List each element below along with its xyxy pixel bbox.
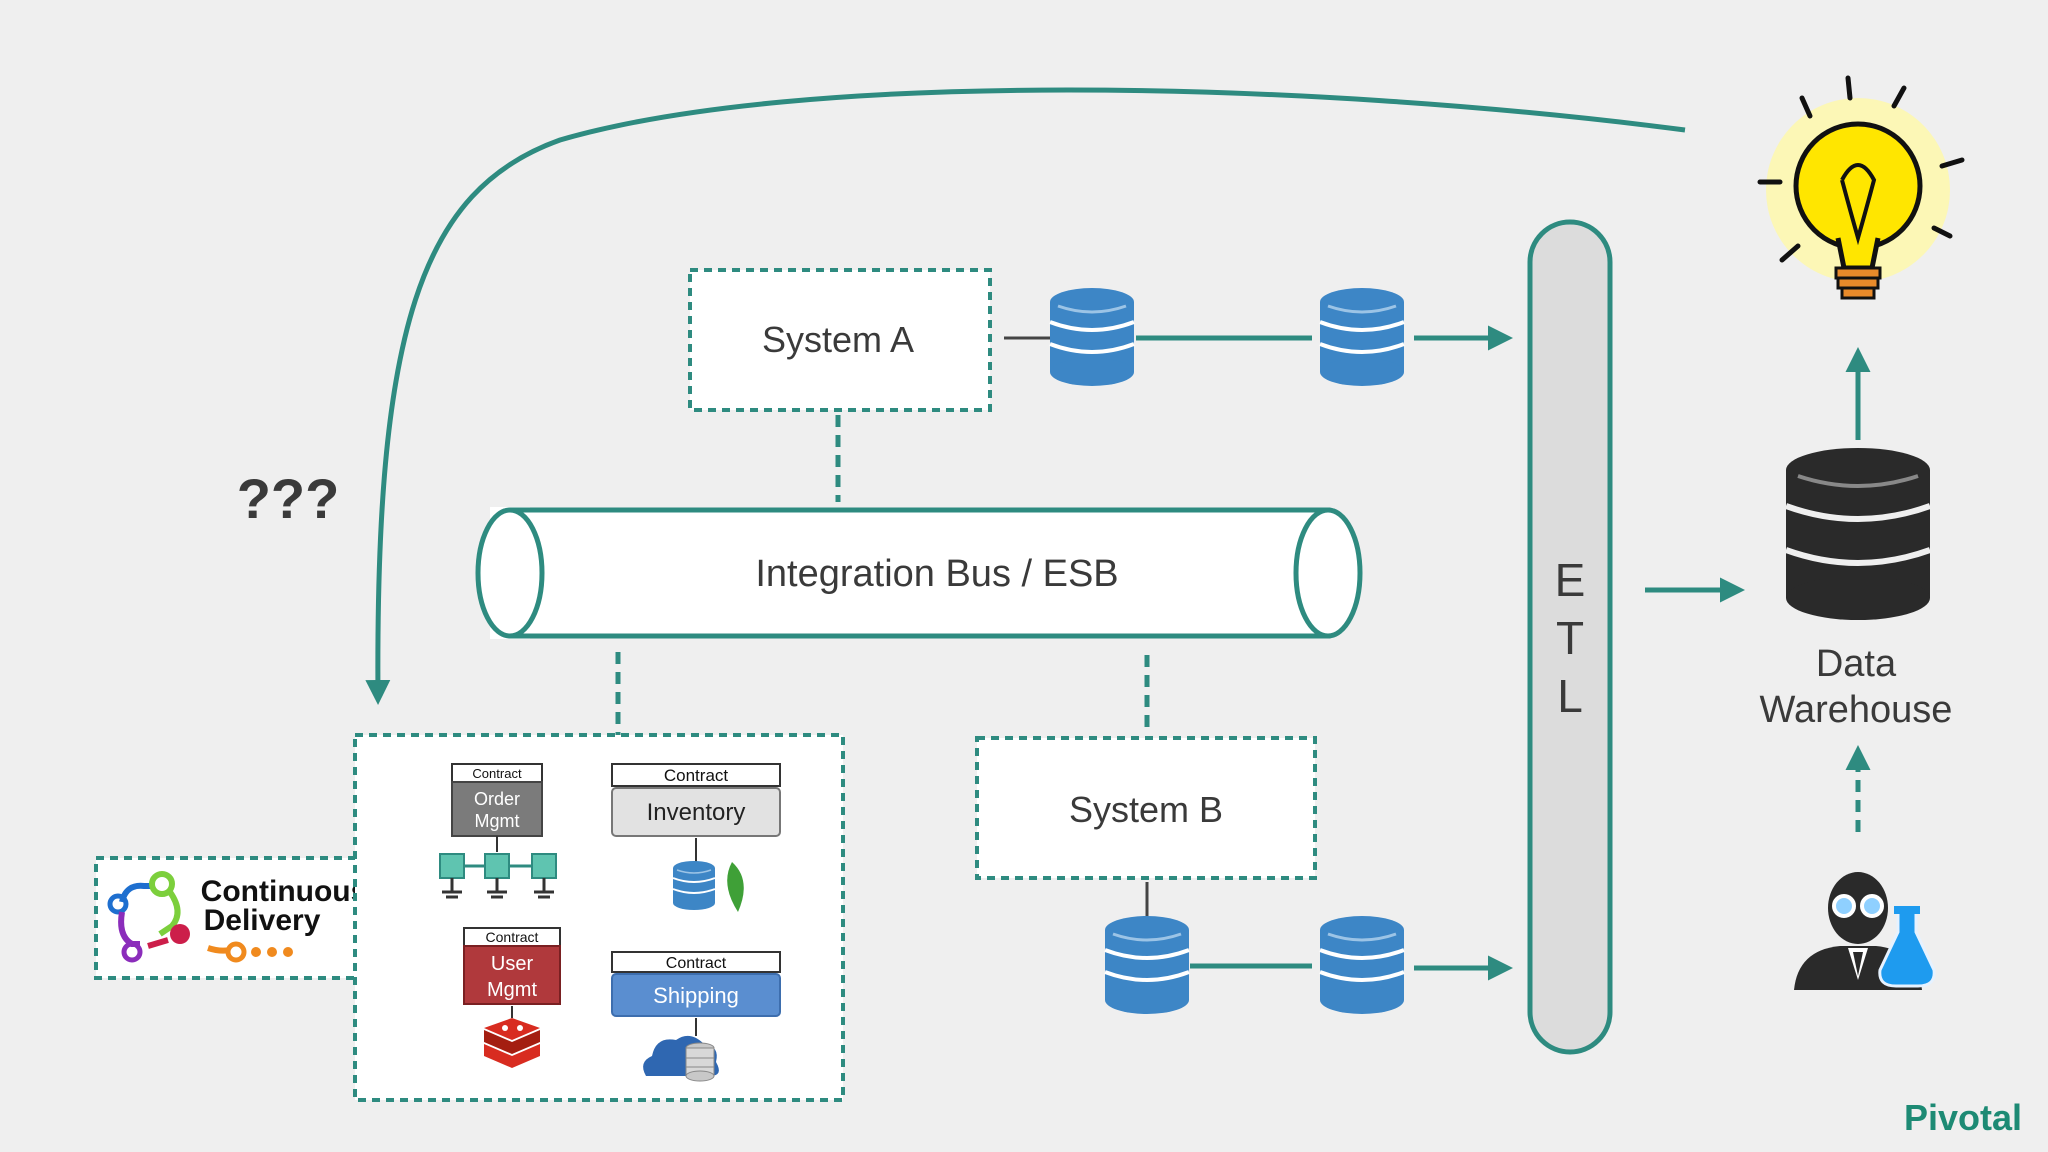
system-b-box[interactable]: System B xyxy=(975,736,1317,880)
order-label-line1: Order xyxy=(474,789,520,809)
cloud-database-icon xyxy=(643,1035,719,1082)
inventory-contract-label: Contract xyxy=(664,766,729,785)
question-marks: ??? xyxy=(237,467,340,530)
shipping-contract-label: Contract xyxy=(666,955,727,972)
network-nodes-icon xyxy=(438,852,558,899)
user-label-line2: Mgmt xyxy=(487,979,537,1001)
system-b-db1-database-icon xyxy=(1103,914,1191,1016)
data-warehouse-label-line2: Warehouse xyxy=(1760,689,1953,731)
system-a-label: System A xyxy=(762,319,914,360)
data-warehouse-database-icon[interactable] xyxy=(1784,448,1932,620)
etl-letter-t: T xyxy=(1556,612,1584,664)
order-label-line2: Mgmt xyxy=(475,811,520,831)
etl-pillar[interactable]: E T L xyxy=(1527,219,1613,1055)
order-contract-label: Contract xyxy=(472,766,522,781)
microservices-box[interactable]: Contract Order Mgmt Contract Inventory xyxy=(353,733,845,1102)
bus-label: Integration Bus / ESB xyxy=(755,553,1118,595)
inventory-service[interactable]: Contract Inventory xyxy=(611,763,781,912)
shipping-service[interactable]: Contract Shipping xyxy=(611,951,781,1082)
pivotal-logo: Pivotal xyxy=(1904,1097,2022,1138)
system-b-db2-database-icon xyxy=(1318,914,1406,1016)
user-mgmt-service[interactable]: Contract User Mgmt xyxy=(463,927,561,1068)
lightbulb-icon xyxy=(1757,75,1965,300)
system-b-label: System B xyxy=(1069,789,1223,830)
system-a-db2-database-icon xyxy=(1318,286,1406,388)
integration-bus-pipe[interactable]: Integration Bus / ESB xyxy=(475,507,1363,639)
inventory-database-icon xyxy=(672,860,716,911)
user-label-line1: User xyxy=(491,953,534,975)
inventory-label: Inventory xyxy=(647,799,746,826)
system-a-db1-database-icon xyxy=(1048,286,1136,388)
mongodb-leaf-icon xyxy=(727,862,744,912)
cd-label-line1: Continuous xyxy=(201,875,368,908)
continuous-delivery-logo-icon xyxy=(107,871,293,963)
system-a-box[interactable]: System A xyxy=(688,268,992,412)
data-scientist-icon xyxy=(1794,872,1936,990)
redis-icon xyxy=(484,1018,540,1068)
continuous-delivery-box[interactable]: Continuous Delivery xyxy=(94,856,384,980)
order-mgmt-service[interactable]: Contract Order Mgmt xyxy=(438,763,558,899)
shipping-label: Shipping xyxy=(653,983,739,1008)
etl-letter-e: E xyxy=(1555,554,1586,606)
cd-label-line2: Delivery xyxy=(204,904,321,937)
feedback-curve-arrow xyxy=(365,87,1686,705)
user-contract-label: Contract xyxy=(486,929,539,945)
etl-letter-l: L xyxy=(1557,670,1583,722)
data-warehouse-label-line1: Data xyxy=(1816,643,1897,685)
